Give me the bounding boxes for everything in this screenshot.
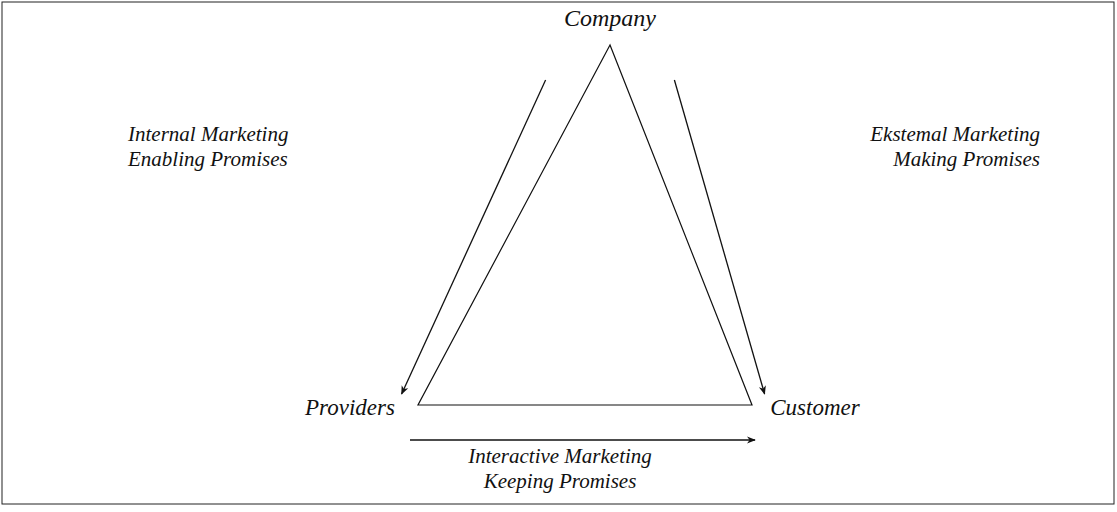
vertex-node: Company <box>540 4 680 80</box>
triangle <box>418 45 752 405</box>
edge-label: Internal Marketing Enabling Promises <box>128 122 358 172</box>
vertex-label: Customer <box>770 394 859 422</box>
arrow-connector <box>410 439 755 440</box>
edge-label: Interactive Marketing Keeping Promises <box>440 444 680 494</box>
arrow-connector <box>402 80 546 394</box>
vertex-node: Customer <box>755 394 875 444</box>
edge-label: Ekstemal Marketing Making Promises <box>810 122 1040 172</box>
vertex-label: Providers <box>305 394 395 422</box>
arrow-connector <box>674 80 764 394</box>
vertex-node: Providers <box>290 394 410 444</box>
frame-border <box>2 2 1114 504</box>
vertex-label: Company <box>564 4 656 33</box>
